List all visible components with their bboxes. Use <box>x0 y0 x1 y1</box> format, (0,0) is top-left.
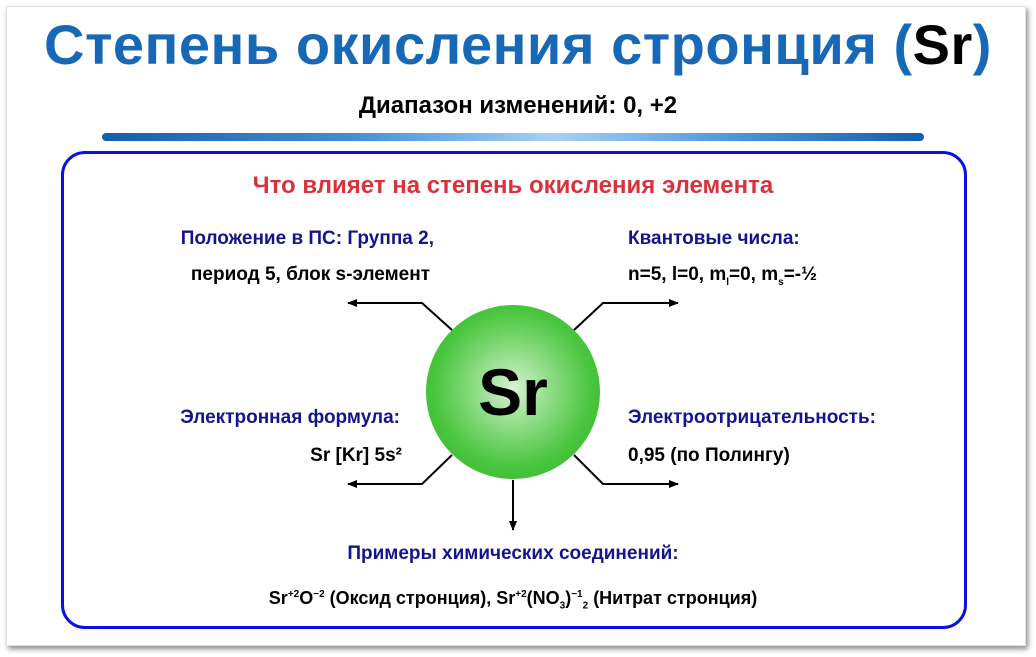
electron-formula-label: Электронная формула: <box>180 407 400 428</box>
quantum-mid: =0, m <box>729 264 779 285</box>
page-title: Степень окисления стронция (Sr) <box>0 10 1036 80</box>
quantum-ms-sub: s <box>778 276 784 288</box>
quantum-label: Квантовые числа: <box>628 228 800 249</box>
element-circle: Sr <box>426 305 600 479</box>
examples-label: Примеры химических соединений: <box>347 543 679 564</box>
quantum-value: n=5, l=0, ml=0, ms=-½ <box>628 263 817 295</box>
arrow-quantum <box>573 299 679 331</box>
position-value: период 5, блок s-элемент <box>190 264 430 285</box>
c2-group-close: ) <box>565 588 572 608</box>
arrow-electronegativity <box>573 454 679 488</box>
arrow-position <box>347 299 453 331</box>
title-suffix: ) <box>972 13 992 76</box>
electronegativity-label: Электроотрицательность: <box>628 407 876 428</box>
c1-o-ox: −2 <box>313 589 325 600</box>
c2-count-sub: 2 <box>582 600 589 612</box>
c2-sr: Sr <box>496 588 516 608</box>
quantum-end: =-½ <box>783 264 817 285</box>
electronegativity-value: 0,95 (по Полингу) <box>628 445 790 466</box>
c1-name: (Оксид стронция), <box>324 588 497 608</box>
factors-heading: Что влияет на степень окисления элемента <box>252 172 774 199</box>
c1-o: O <box>299 588 314 608</box>
examples-formulas: Sr+2O−2 (Оксид стронция), Sr+2(NO3)−12 (… <box>0 583 1026 619</box>
arrow-electron-formula <box>347 454 453 488</box>
c1-sr: Sr <box>268 588 288 608</box>
title-prefix: Степень окисления стронция ( <box>44 13 913 76</box>
element-symbol: Sr <box>478 355 548 429</box>
c2-group-ox: −1 <box>571 589 583 600</box>
divider-bar <box>102 133 924 141</box>
title-symbol: Sr <box>912 13 973 76</box>
c2-name: (Нитрат стронция) <box>588 588 758 608</box>
c2-sr-ox: +2 <box>515 589 527 600</box>
electron-formula-value: Sr [Kr] 5s² <box>310 445 402 466</box>
quantum-ml-sub: l <box>726 276 730 288</box>
quantum-n-l: n=5, l=0, m <box>628 264 727 285</box>
oxidation-range: Диапазон изменений: 0, +2 <box>358 92 678 119</box>
c2-group-open: (NO <box>526 588 560 608</box>
position-label: Положение в ПС: Группа 2, <box>180 228 434 249</box>
c2-n-sub: 3 <box>559 600 566 612</box>
c1-sr-ox: +2 <box>287 589 300 600</box>
